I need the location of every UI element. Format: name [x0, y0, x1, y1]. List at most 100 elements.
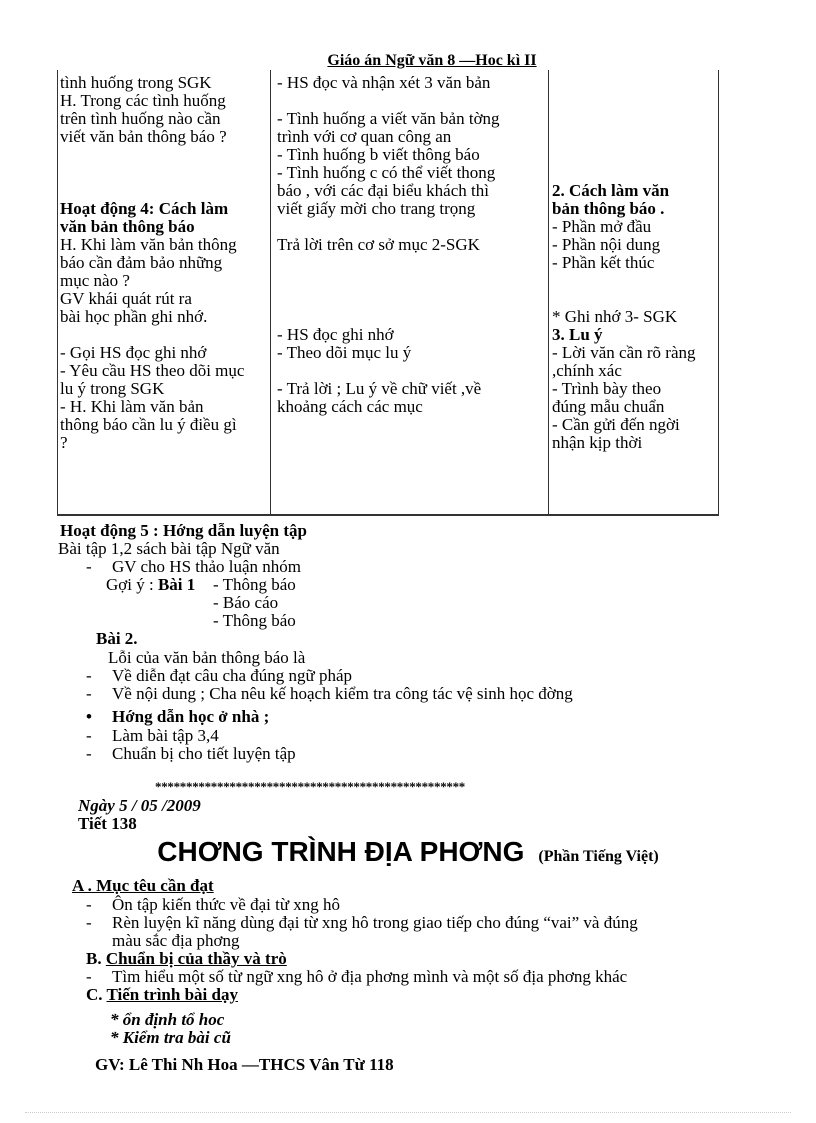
cell-line: bài học phần ghi nhớ.: [60, 307, 208, 326]
cell-line: [552, 290, 696, 308]
cell-line: [552, 272, 696, 290]
cell-line: đúng mẫu chuẩn: [552, 397, 665, 416]
section-b-heading: B. Chuẩn bị của thầy và trò: [86, 950, 287, 968]
cell-line: mục nào ?: [60, 271, 130, 290]
cell-line: [277, 362, 500, 380]
section-a-item: màu sắc địa phơng: [112, 931, 240, 950]
bai2-heading: Bài 2.: [96, 629, 138, 648]
cell-line: - Gọi HS đọc ghi nhớ: [60, 343, 207, 362]
cell-line: văn bản thông báo: [60, 217, 195, 236]
cell-line: [552, 128, 696, 146]
cell-line: [277, 254, 500, 272]
hint-item: - Thông báo: [213, 575, 296, 594]
hint-item: - Thông báo: [213, 611, 296, 630]
cell-line: [552, 74, 696, 92]
page-footer: GV: Lê Thi Nh Hoa —THCS Vân Từ 118: [95, 1055, 394, 1074]
lesson-title-row: CHƠNG TRÌNH ĐỊA PHƠNG (Phần Tiếng Việt): [0, 836, 816, 870]
dash: -: [86, 967, 92, 986]
hint-label: Gợi ý :: [106, 575, 158, 594]
section-c-item: * Kiểm tra bài cũ: [110, 1028, 231, 1047]
hint-line: Gợi ý : Bài 1: [106, 576, 195, 594]
column-divider: [270, 70, 271, 514]
cell-line: - HS đọc và nhận xét 3 văn bản: [277, 73, 491, 92]
lesson-date: Ngày 5 / 05 /2009: [78, 796, 201, 815]
dash: -: [86, 684, 92, 703]
cell-line: [60, 146, 244, 164]
cell-line: GV khái quát rút ra: [60, 289, 192, 308]
cell-line: viết văn bản thông báo ?: [60, 127, 227, 146]
hint-item: - Báo cáo: [213, 593, 279, 612]
cell-line: báo , với các đại biểu khách thì: [277, 181, 489, 200]
cell-line: - Phần mở đầu: [552, 217, 652, 236]
cell-line: [552, 92, 696, 110]
cell-line: [552, 110, 696, 128]
cell-line: * Ghi nhớ 3- SGK: [552, 307, 678, 326]
cell-line: Trả lời trên cơ sở mục 2-SGK: [277, 235, 480, 254]
cell-line: Hoạt động 4: Cách làm: [60, 199, 229, 218]
column-divider: [548, 70, 549, 514]
cell-line: [277, 218, 500, 236]
cell-line: H. Khi làm văn bản thông: [60, 235, 237, 254]
lesson-subtitle: (Phần Tiếng Việt): [538, 848, 659, 865]
cell-line: khoảng cách các mục: [277, 397, 423, 416]
cell-line: ,chính xác: [552, 361, 622, 380]
cell-line: trình với cơ quan công an: [277, 127, 452, 146]
cell-line: lu ý trong SGK: [60, 379, 165, 398]
section-a-item: Ôn tập kiến thức về đại từ xng hô: [112, 895, 341, 914]
section-a-heading: A . Mục têu cần đạt: [72, 876, 214, 895]
cell-line: - Tình huống a viết văn bản tờng: [277, 109, 500, 128]
cell-line: báo cần đảm bảo những: [60, 253, 223, 272]
cell-line: [277, 272, 500, 290]
home-item: Làm bài tập 3,4: [112, 726, 219, 745]
cell-line: - Trình bày theo: [552, 379, 662, 398]
section-c-heading: C. Tiến trình bài dạy: [86, 986, 238, 1004]
cell-line: [277, 92, 500, 110]
separator: ****************************************…: [155, 779, 466, 794]
section-a-item: Rèn luyện kĩ năng dùng đại từ xng hô tro…: [112, 913, 638, 932]
home-heading: Hớng dẫn học ở nhà ;: [112, 707, 270, 726]
dash: -: [86, 666, 92, 685]
section-c-title: Tiến trình bài dạy: [106, 985, 238, 1004]
cell-line: thông báo cần lu ý điều gì: [60, 415, 237, 434]
cell-line: [60, 182, 244, 200]
cell-line: - HS đọc ghi nhớ: [277, 325, 394, 344]
cell-line: tình huống trong SGK: [60, 73, 212, 92]
bai2-intro: Lỗi của văn bản thông báo là: [108, 648, 306, 667]
cell-line: 3. Lu ý: [552, 325, 603, 344]
hint-bai1: Bài 1: [157, 575, 196, 594]
cell-line: nhận kịp thời: [552, 433, 643, 452]
lesson-period: Tiết 138: [78, 814, 137, 833]
cell-line: [277, 308, 500, 326]
cell-line: [60, 164, 244, 182]
cell-line: 2. Cách làm văn: [552, 181, 670, 200]
cell-line: - Tình huống c có thể viết thong: [277, 163, 496, 182]
activity5-heading: Hoạt động 5 : Hớng dẫn luyện tập: [60, 521, 307, 540]
cell-line: - Tình huống b viết thông báo: [277, 145, 480, 164]
section-c-prefix: C.: [86, 985, 107, 1004]
cell-line: - Lời văn cần rõ ràng: [552, 343, 696, 362]
cell-line: - Trả lời ; Lu ý về chữ viết ,về: [277, 379, 482, 398]
cell-line: - Yêu cầu HS theo dõi mục: [60, 361, 245, 380]
cell-line: - Phần nội dung: [552, 235, 661, 254]
cell-line: [60, 326, 244, 344]
dash: -: [86, 744, 92, 763]
cell-line: trên tình huống nào cần: [60, 109, 221, 128]
page-header: Giáo án Ngữ văn 8 —Hoc kì II: [327, 52, 537, 69]
student-activity-column: - HS đọc và nhận xét 3 văn bản - Tình huố…: [277, 74, 500, 416]
dash: -: [86, 557, 92, 576]
cell-line: - Phần kết thúc: [552, 253, 655, 272]
bai2-item: Về diễn đạt câu cha đúng ngữ pháp: [112, 666, 353, 685]
dash: -: [86, 726, 92, 745]
dash: -: [86, 913, 92, 932]
cell-line: [552, 164, 696, 182]
cell-line: - Cần gửi đến ngời: [552, 415, 680, 434]
section-c-item: * ổn định tổ hoc: [110, 1010, 225, 1029]
cell-line: ?: [60, 433, 68, 452]
cell-line: - Theo dõi mục lu ý: [277, 343, 412, 362]
activity5-line: Bài tập 1,2 sách bài tập Ngữ văn: [58, 539, 280, 558]
cell-line: [277, 290, 500, 308]
section-b-item: Tìm hiểu một số từ ngữ xng hô ở địa phơn…: [112, 967, 628, 986]
